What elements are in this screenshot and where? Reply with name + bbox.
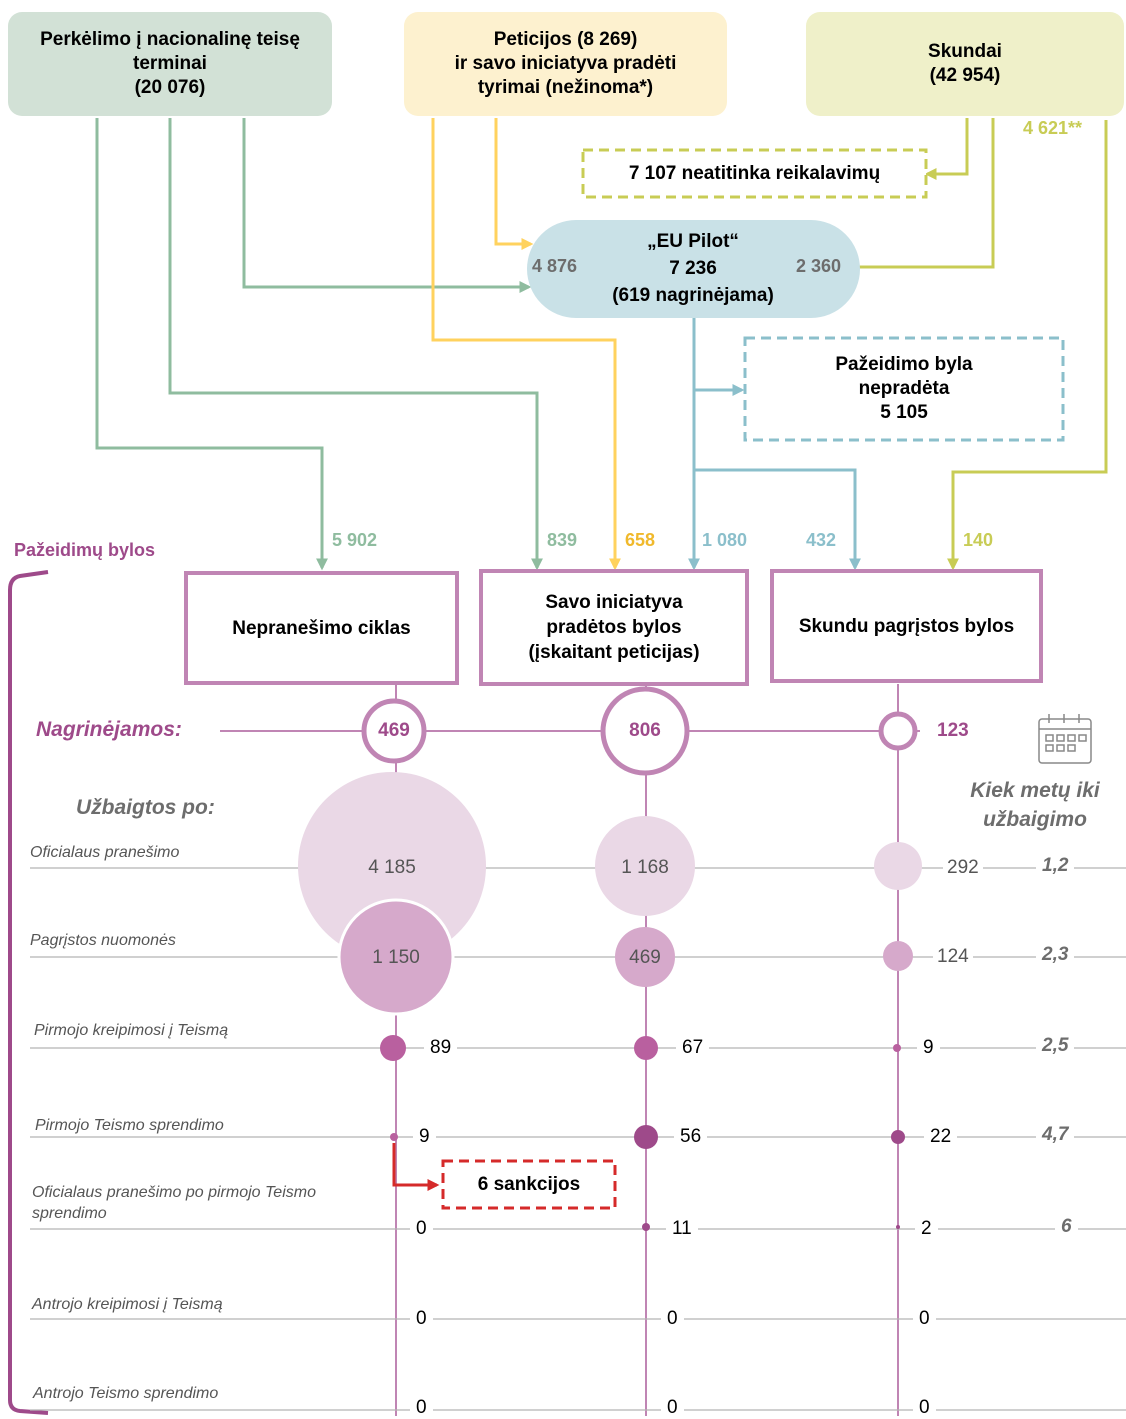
case-complaint-label: Skundu pagrįstos bylos: [798, 615, 1015, 637]
value-cell: 1 150: [372, 947, 420, 968]
complaints-extra: 4 621**: [1023, 118, 1083, 138]
row-label: Oficialaus pranešimo po pirmojo Teismo s…: [32, 1184, 316, 1222]
row-label: Oficialaus pranešimo: [30, 844, 180, 861]
row-label: Pirmojo Teismo sprendimo: [35, 1117, 224, 1134]
no-infringement-text: Pažeidimo byla nepradėta 5 105: [835, 354, 973, 423]
years-value: 4,7: [1036, 1124, 1075, 1146]
eupilot-title: „EU Pilot“: [647, 231, 739, 252]
value-cell: 124: [933, 946, 973, 968]
eupilot-pending: (619 nagrinėjama): [612, 285, 774, 306]
pending-circles: [361, 686, 918, 776]
source-petitions: Peticijos (8 269) ir savo iniciatyva pra…: [404, 12, 727, 116]
years-value: 2,3: [1036, 944, 1075, 966]
dot-nonnotif-referral: [380, 1035, 406, 1061]
source-petitions-text: Peticijos (8 269) ir savo iniciatyva pra…: [454, 29, 677, 98]
value-cell: 0: [661, 1397, 684, 1419]
value-cell: 56: [674, 1126, 708, 1148]
bubbles: [298, 772, 922, 1231]
bubble-own-reasoned: [615, 927, 675, 987]
infringements-title: Pažeidimų bylos: [14, 540, 156, 560]
value-cell: 9: [917, 1037, 940, 1059]
case-own: Savo iniciatyva pradėtos bylos (įskaitan…: [479, 569, 749, 686]
years-value: 1,2: [1036, 855, 1075, 877]
sanctions-arrow: [392, 1143, 440, 1191]
dot-complaint-judgment: [891, 1130, 905, 1144]
value-cell: 0: [913, 1308, 936, 1330]
pending-label: Nagrinėjamos:: [36, 718, 182, 741]
source-complaints-text: Skundai (42 954): [928, 41, 1002, 86]
calendar-icon: [1038, 714, 1092, 764]
value-cell: 292: [943, 857, 983, 879]
flow-432: 432: [806, 530, 837, 550]
source-transposition-text: Perkėlimo į nacionalinę teisę terminai (…: [40, 29, 300, 98]
olive-flows: [858, 118, 1108, 571]
years-value: 2,5: [1036, 1035, 1075, 1057]
value-cell: 9: [413, 1126, 436, 1148]
eupilot-left: 4 876: [532, 256, 578, 276]
pending-nonnotif: 469: [378, 720, 410, 741]
pending-complaint: 123: [937, 720, 969, 741]
source-complaints: Skundai (42 954): [806, 12, 1124, 116]
sanctions-box: [441, 1159, 617, 1210]
flow-1080: 1 080: [702, 530, 748, 550]
value-cell: 4 185: [368, 857, 416, 878]
value-cell: 0: [661, 1308, 684, 1330]
blue-flows: [688, 318, 861, 571]
value-cell: 0: [410, 1308, 433, 1330]
dot-complaint-referral: [893, 1044, 901, 1052]
bubble-nonnotif-formal: [298, 772, 486, 960]
value-cell: 89: [424, 1037, 458, 1059]
closed-label: Užbaigtos po:: [76, 796, 215, 819]
no-infringement-label: Pažeidimo byla nepradėta 5 105: [745, 340, 1063, 438]
row-label: Pirmojo kreipimosi į Teismą: [34, 1022, 229, 1039]
years-value: 6: [1055, 1216, 1078, 1238]
row-label: Pagrįstos nuomonės: [30, 932, 176, 949]
case-own-label: Savo iniciatyva pradėtos bylos (įskaitan…: [528, 592, 700, 663]
dot-nonnotif-judgment: [390, 1133, 398, 1141]
dot-own-formal2: [642, 1223, 650, 1231]
yellow-flows: [431, 118, 621, 571]
sanctions-label: 6 sankcijos: [477, 1173, 581, 1195]
bubble-nonnotif-reasoned: [337, 898, 455, 1016]
infringements-bracket: [8, 570, 49, 1415]
no-infringement-box: [743, 336, 1065, 442]
eu-pilot-pill: [527, 220, 860, 318]
value-cell: 1 168: [621, 857, 669, 878]
flow-839: 839: [547, 530, 578, 550]
bubble-own-formal: [595, 816, 695, 916]
flow-5902: 5 902: [332, 530, 378, 550]
value-cell: 0: [410, 1397, 433, 1419]
case-nonnotif-label: Nepranešimo ciklas: [232, 617, 411, 639]
value-cell: 67: [676, 1037, 710, 1059]
value-cell: 0: [913, 1397, 936, 1419]
value-cell: 22: [924, 1126, 958, 1148]
row-label: Antrojo Teismo sprendimo: [33, 1385, 219, 1402]
not-meeting-label: 7 107 neatitinka reikalavimų: [628, 162, 881, 184]
case-complaint: Skundu pagrįstos bylos: [770, 569, 1043, 683]
value-cell: 2: [915, 1218, 938, 1240]
value-cell: 469: [629, 947, 661, 968]
pending-own: 806: [629, 720, 661, 741]
row-label: Antrojo kreipimosi į Teismą: [32, 1296, 223, 1313]
dot-own-referral: [634, 1036, 658, 1060]
eupilot-total: 7 236: [669, 258, 717, 279]
not-meeting-box: [581, 148, 928, 199]
flow-140: 140: [963, 530, 994, 550]
value-cell: 11: [666, 1218, 698, 1240]
eupilot-right: 2 360: [796, 256, 842, 276]
bubble-complaint-formal: [874, 842, 922, 890]
dot-own-judgment: [634, 1125, 658, 1149]
flow-658: 658: [625, 530, 656, 550]
value-cell: 0: [410, 1218, 433, 1240]
years-header: Kiek metų iki užbaigimo: [970, 779, 1100, 831]
case-nonnotif: Nepranešimo ciklas: [184, 571, 459, 685]
source-transposition: Perkėlimo į nacionalinę teisę terminai (…: [8, 12, 332, 116]
dot-complaint-formal2: [896, 1225, 900, 1229]
bubble-complaint-reasoned: [883, 941, 913, 971]
green-flows: [95, 118, 543, 571]
